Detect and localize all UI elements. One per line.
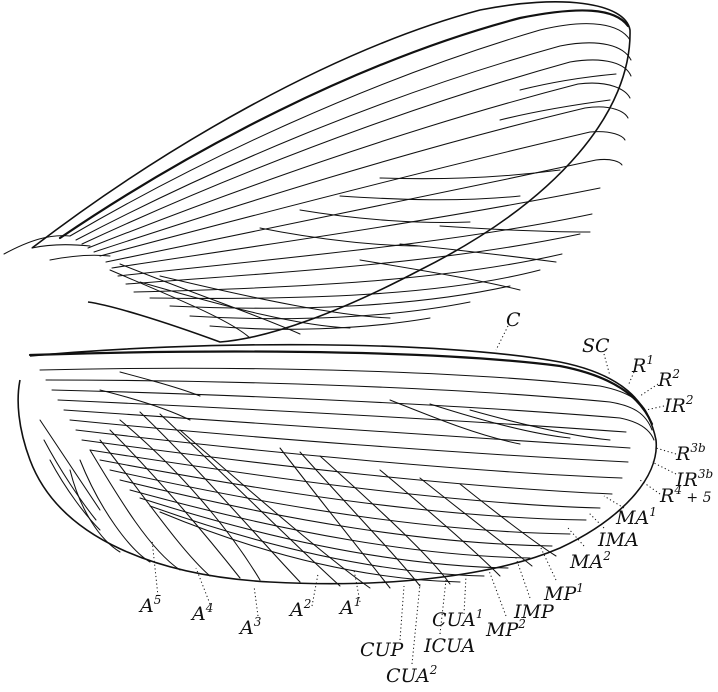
leader-R45 [640,480,660,494]
leader-IMA [588,512,604,528]
leader-CUP [400,586,404,640]
leader-R2 [640,384,658,396]
leader-CUA2 [412,584,420,664]
leader-A2 [312,574,318,606]
label-R2: R2 [657,367,680,391]
leader-IR2 [646,406,664,410]
label-CUA2: CUA2 [386,663,437,687]
hindwing-veins [40,368,654,588]
label-ICUA: ICUA [423,635,475,657]
label-MA2: MA2 [569,549,611,573]
label-C: C [506,309,521,331]
leader-IMP [516,558,530,598]
label-R1: R1 [631,353,654,377]
leader-A3 [254,586,258,616]
label-SC: SC [582,335,610,357]
label-MA1: MA1 [615,505,657,529]
label-A2: A2 [288,597,311,621]
label-A4: A4 [190,601,213,625]
leader-IR3b [652,462,676,474]
hindwing [18,345,656,588]
forewing-costa [60,10,628,238]
leader-SC [604,354,610,376]
label-MP2: MP2 [485,617,526,641]
leader-A5 [152,540,158,596]
leader-MP2 [488,568,506,616]
vein-labels: C SC R1 R2 IR2 R3b IR3b R4 + 5 MA1 IMA M [138,309,713,687]
label-A1: A1 [338,595,361,619]
label-A5: A5 [138,593,161,617]
label-A3: A3 [238,615,262,639]
label-IR2: IR2 [663,393,693,417]
label-IMA: IMA [597,529,639,551]
label-CUP: CUP [360,639,405,661]
forewing [4,2,631,342]
leader-R3b [656,448,676,454]
label-R3b: R3b [675,441,706,465]
label-CUA1: CUA1 [432,607,483,631]
